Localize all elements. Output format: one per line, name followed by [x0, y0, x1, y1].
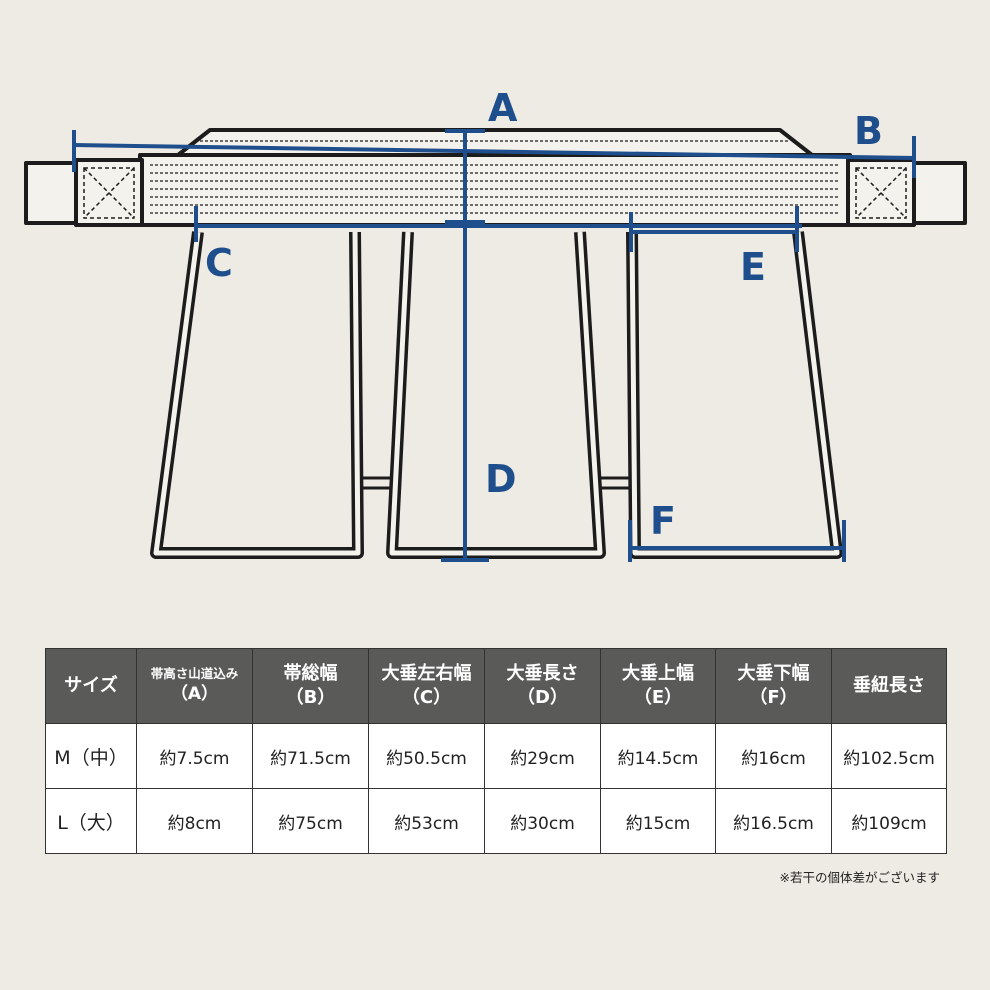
table-cell: 約16.5cm: [715, 788, 832, 854]
header-string-length: 垂紐長さ: [831, 648, 947, 724]
outer-left-flap: [150, 231, 364, 559]
table-header-row: サイズ 帯高さ山道込み（A） 帯総幅（B） 大垂左右幅（C） 大垂長さ（D） 大…: [45, 648, 947, 724]
table-cell: 約14.5cm: [600, 723, 716, 789]
label-a: A: [488, 86, 518, 130]
label-d: D: [485, 457, 517, 501]
header-a: 帯高さ山道込み（A）: [136, 648, 253, 724]
table-cell: 約50.5cm: [368, 723, 485, 789]
label-e: E: [740, 245, 766, 289]
inner-left-flap: [386, 231, 606, 559]
header-b: 帯総幅（B）: [252, 648, 369, 724]
dim-line-b: [71, 142, 917, 161]
variation-note: ※若干の個体差がございます: [779, 870, 940, 885]
tare-diagram: [24, 128, 967, 562]
table-cell: 約29cm: [484, 723, 601, 789]
table-cell: 約7.5cm: [136, 723, 253, 789]
table-cell: 約15cm: [600, 788, 716, 854]
size-m: M（中）: [45, 723, 137, 789]
table-cell: 約71.5cm: [252, 723, 369, 789]
table-cell: 約16cm: [715, 723, 832, 789]
table-cell: 約109cm: [831, 788, 947, 854]
table-row: M（中） 約7.5cm 約71.5cm 約50.5cm 約29cm 約14.5c…: [45, 723, 947, 789]
label-b: B: [854, 109, 883, 153]
label-c: C: [205, 241, 233, 285]
table-cell: 約53cm: [368, 788, 485, 854]
table-cell: 約8cm: [136, 788, 253, 854]
header-size: サイズ: [45, 648, 137, 724]
table-row: L（大） 約8cm 約75cm 約53cm 約30cm 約15cm 約16.5c…: [45, 788, 947, 854]
header-c: 大垂左右幅（C）: [368, 648, 485, 724]
label-f: F: [650, 499, 676, 543]
header-e: 大垂上幅（E）: [600, 648, 716, 724]
header-f: 大垂下幅（F）: [715, 648, 832, 724]
table-cell: 約102.5cm: [831, 723, 947, 789]
size-table: サイズ 帯高さ山道込み（A） 帯総幅（B） 大垂左右幅（C） 大垂長さ（D） 大…: [45, 648, 947, 854]
header-d: 大垂長さ（D）: [484, 648, 601, 724]
table-cell: 約30cm: [484, 788, 601, 854]
size-l: L（大）: [45, 788, 137, 854]
table-cell: 約75cm: [252, 788, 369, 854]
